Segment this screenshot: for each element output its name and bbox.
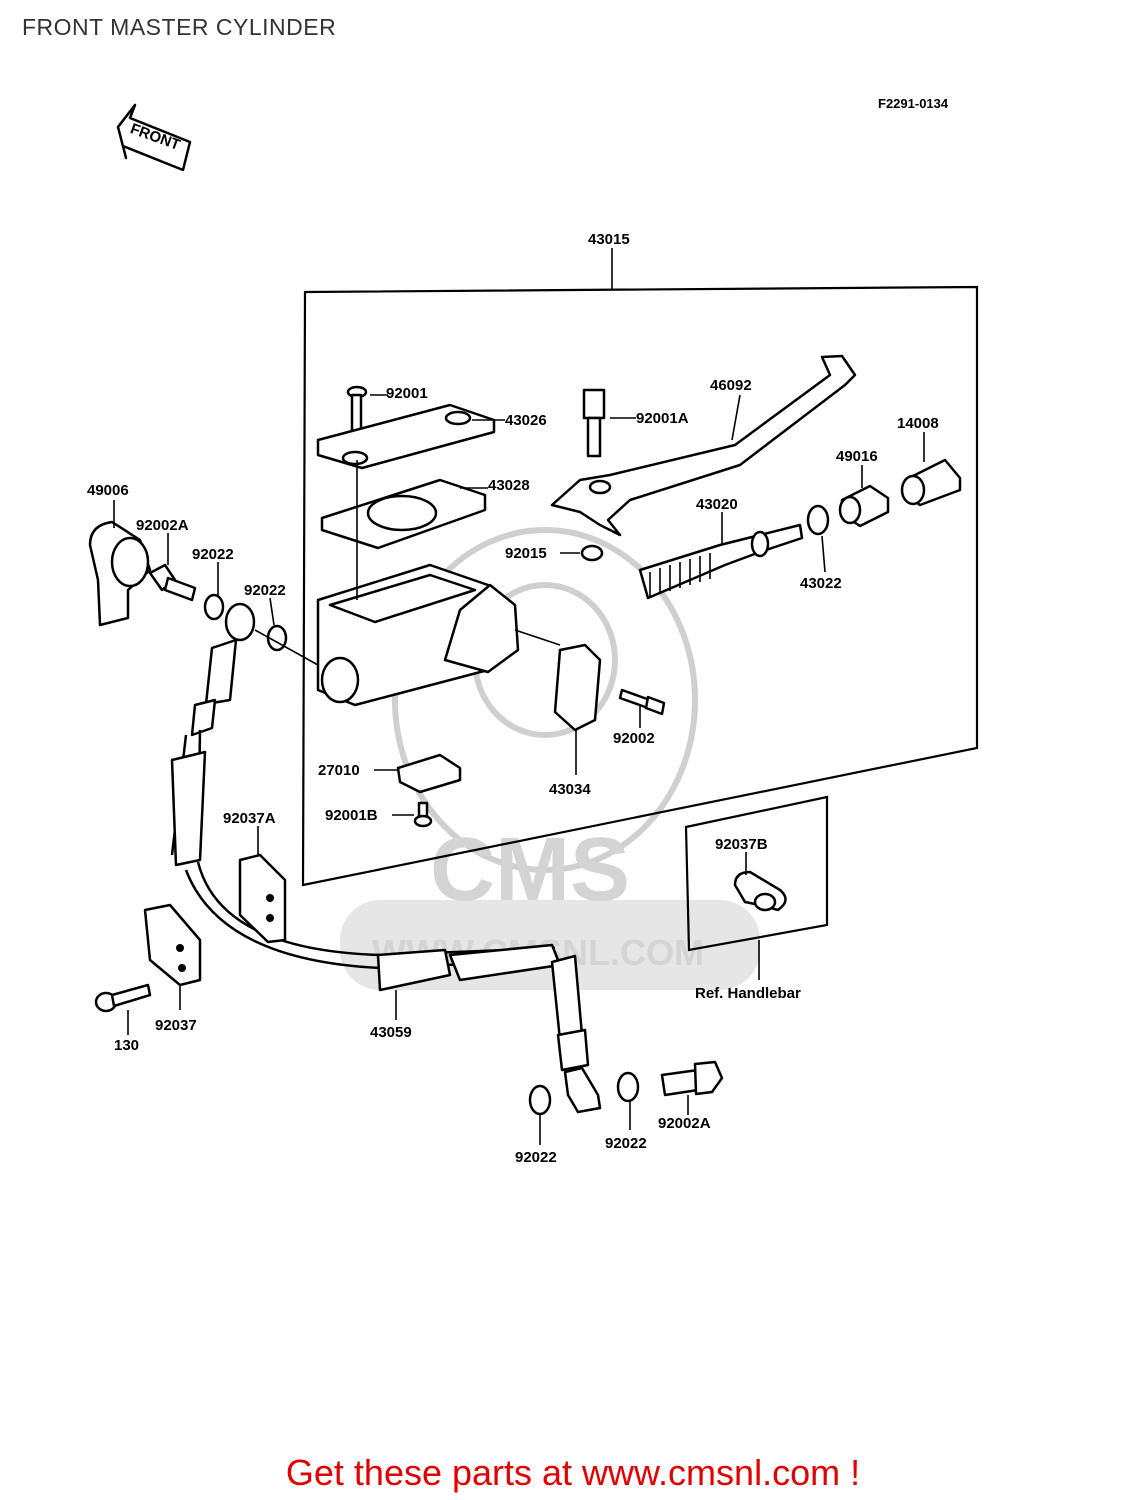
label-92037A: 92037A — [223, 810, 276, 827]
label-49016: 49016 — [836, 448, 878, 465]
assembly-frame — [301, 285, 979, 887]
diagram-code: F2291-0134 — [878, 96, 949, 111]
label-43020: 43020 — [696, 496, 738, 513]
label-92002A-bottom: 92002A — [658, 1115, 711, 1132]
washer-92022-d — [616, 1071, 640, 1103]
label-43028: 43028 — [488, 477, 530, 494]
label-92002: 92002 — [613, 730, 655, 747]
watermark-brand: CMS — [430, 820, 630, 920]
label-43034: 43034 — [549, 781, 591, 798]
clamp-92037 — [143, 903, 202, 987]
page-title: FRONT MASTER CYLINDER — [22, 14, 337, 40]
bush-49016 — [838, 484, 890, 528]
label-43015: 43015 — [588, 231, 630, 248]
label-130: 130 — [114, 1037, 139, 1054]
brake-lever — [550, 354, 857, 537]
bolt-92001A — [582, 388, 606, 458]
label-14008: 14008 — [897, 415, 939, 432]
front-arrow-icon: FRONT — [116, 103, 192, 172]
label-ref-handlebar: Ref. Handlebar — [695, 985, 801, 1002]
label-92037B: 92037B — [715, 836, 768, 853]
label-27010: 27010 — [318, 762, 360, 779]
banjo-bolt-bottom — [660, 1060, 724, 1097]
master-cylinder-body — [316, 460, 520, 707]
label-92022-c: 92022 — [515, 1149, 557, 1166]
banjo-bolt-top — [148, 563, 197, 602]
boot-14008 — [900, 458, 962, 507]
clamp-92037A — [238, 853, 287, 944]
label-92002A-top: 92002A — [136, 517, 189, 534]
hose-lower-fitting — [550, 954, 602, 1114]
bolt-92002 — [618, 688, 666, 716]
nut-92015 — [580, 544, 604, 562]
switch-27010 — [396, 753, 462, 794]
label-46092: 46092 — [710, 377, 752, 394]
label-92001A: 92001A — [636, 410, 689, 427]
piston-assembly-43020 — [638, 523, 804, 600]
hose-mid-fitting — [376, 948, 452, 992]
label-92022-a: 92022 — [192, 546, 234, 563]
bolt-130 — [94, 983, 152, 1013]
handlebar-ref-frame — [684, 795, 829, 952]
washer-92022-c — [528, 1084, 552, 1116]
label-92001: 92001 — [386, 385, 428, 402]
clamp-92037B — [733, 870, 787, 912]
cover-49006 — [88, 520, 152, 627]
washer-92022-a — [203, 593, 225, 621]
screw-92001B — [413, 801, 433, 828]
cta-link[interactable]: Get these parts at www.cmsnl.com ! — [285, 1452, 861, 1493]
label-43059: 43059 — [370, 1024, 412, 1041]
label-92037: 92037 — [155, 1017, 197, 1034]
washer-43022 — [806, 504, 830, 536]
hose-sleeve — [170, 750, 207, 867]
label-49006: 49006 — [87, 482, 129, 499]
label-92001B: 92001B — [325, 807, 378, 824]
label-92022-b: 92022 — [244, 582, 286, 599]
parts-diagram: CMS WWW.CMSNL.COM FRONT 43015 92001 4302… — [87, 103, 979, 1166]
screw-92001 — [346, 385, 368, 435]
hose-upper-fitting — [190, 602, 256, 737]
label-92022-d: 92022 — [605, 1135, 647, 1152]
label-43026: 43026 — [505, 412, 547, 429]
label-92015: 92015 — [505, 545, 547, 562]
clamp-43034 — [553, 643, 602, 732]
label-43022: 43022 — [800, 575, 842, 592]
